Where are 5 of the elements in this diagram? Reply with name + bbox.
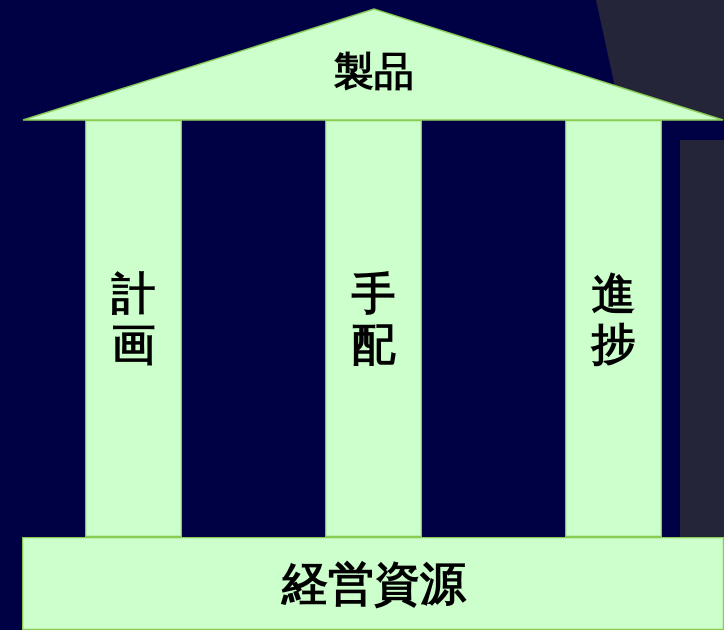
- base-label: 経営資源: [282, 558, 466, 609]
- roof-label: 製品: [334, 50, 414, 94]
- pillar-label: 計画: [112, 269, 156, 371]
- pillar-label: 手配: [352, 269, 396, 371]
- pillar-label: 進捗: [592, 269, 636, 371]
